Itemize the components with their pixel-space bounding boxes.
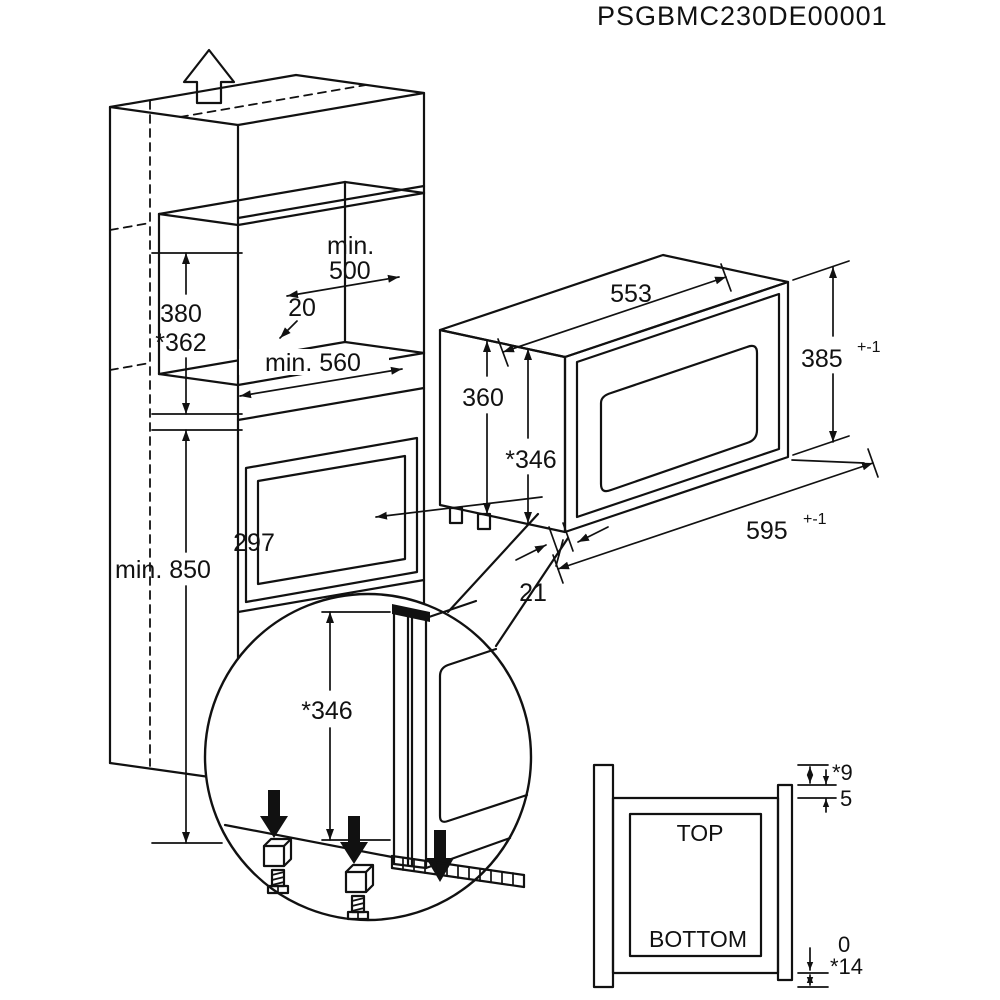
detail-view: *346 bbox=[203, 592, 533, 922]
detail-callout-lines bbox=[446, 512, 570, 648]
detail-height-value: *346 bbox=[301, 697, 352, 725]
door-depth-value: 297 bbox=[233, 529, 275, 557]
front-frame-section bbox=[776, 783, 794, 982]
press-down-arrow-icon bbox=[340, 816, 368, 864]
cabinet-dimensions: 380 *362 min. 500 20 min. 560 min. 850 bbox=[115, 232, 543, 844]
appliance-inner-section bbox=[628, 812, 763, 958]
dim-frame-depth: 21 bbox=[515, 522, 609, 607]
appliance-height-value: 360 bbox=[462, 384, 504, 412]
min-depth-value: min. 560 bbox=[265, 349, 361, 377]
side-section-view: TOP BOTTOM *9 5 0 *14 bbox=[592, 760, 863, 989]
oven-door bbox=[244, 436, 419, 604]
frame-width-value: 595 bbox=[746, 517, 788, 545]
dim-niche-height: 380 *362 bbox=[151, 252, 243, 415]
top-protrusion-value: *9 bbox=[832, 760, 853, 785]
appliance-inner-height-value: *346 bbox=[505, 446, 556, 474]
dim-bottom-protrusion: *14 bbox=[797, 954, 863, 988]
mounting-rail bbox=[390, 854, 526, 889]
dim-min-floor-height: min. 850 bbox=[115, 429, 243, 844]
spacer-block bbox=[262, 837, 293, 868]
mounting-screw bbox=[266, 868, 290, 895]
dim-bottom-gap: 0 bbox=[797, 932, 850, 974]
dim-frame-width: 595 +-1 bbox=[552, 448, 879, 584]
dim-width: 553 bbox=[497, 263, 732, 367]
dim-min-width: min. 500 bbox=[286, 232, 400, 299]
dim-height: 360 bbox=[462, 340, 504, 515]
spacer-block bbox=[344, 863, 375, 894]
part-number: PSGBMC230DE00001 bbox=[597, 1, 888, 31]
side-view-bottom-label: BOTTOM bbox=[649, 926, 747, 952]
bottom-gap-value: 0 bbox=[838, 932, 850, 957]
frame-depth-value: 21 bbox=[519, 579, 547, 607]
side-gap-value: 20 bbox=[288, 294, 316, 322]
dim-min-depth: min. 560 bbox=[239, 349, 403, 399]
min-width-value: 500 bbox=[329, 257, 371, 285]
dim-top-protrusion: *9 bbox=[797, 760, 853, 786]
side-view-top-label: TOP bbox=[677, 820, 724, 846]
min-floor-height-value: min. 850 bbox=[115, 556, 211, 584]
dim-top-gap: 5 bbox=[797, 769, 852, 813]
appliance-width-value: 553 bbox=[610, 280, 652, 308]
dim-detail-height: *346 bbox=[301, 611, 391, 841]
appliance-foot bbox=[448, 506, 464, 525]
dim-side-gap: 20 bbox=[279, 294, 316, 339]
dim-inner-height: *346 bbox=[505, 348, 557, 524]
frame-height-value: 385 bbox=[801, 345, 843, 373]
cabinet-wall-section bbox=[592, 763, 615, 989]
oven-door-window bbox=[256, 454, 407, 586]
mounting-screw bbox=[346, 894, 370, 921]
top-gap-value: 5 bbox=[840, 786, 852, 811]
appliance-foot bbox=[476, 512, 492, 531]
frame-top-cap bbox=[392, 604, 430, 622]
dim-frame-height: 385 +-1 bbox=[792, 260, 881, 456]
press-down-arrow-icon bbox=[260, 790, 288, 838]
niche-height-value: 380 bbox=[160, 300, 202, 328]
appliance-door-window bbox=[599, 344, 759, 493]
dim-door-depth: 297 bbox=[233, 496, 543, 557]
min-label: min. bbox=[327, 232, 374, 260]
appliance-dimensions: 553 360 *346 385 +-1 bbox=[462, 260, 881, 607]
bottom-protrusion-value: *14 bbox=[830, 954, 863, 979]
niche-height-alt-value: *362 bbox=[155, 329, 206, 357]
frame-height-tolerance: +-1 bbox=[857, 339, 881, 356]
frame-width-tolerance: +-1 bbox=[803, 511, 827, 528]
vent-up-arrow-icon bbox=[182, 48, 236, 105]
